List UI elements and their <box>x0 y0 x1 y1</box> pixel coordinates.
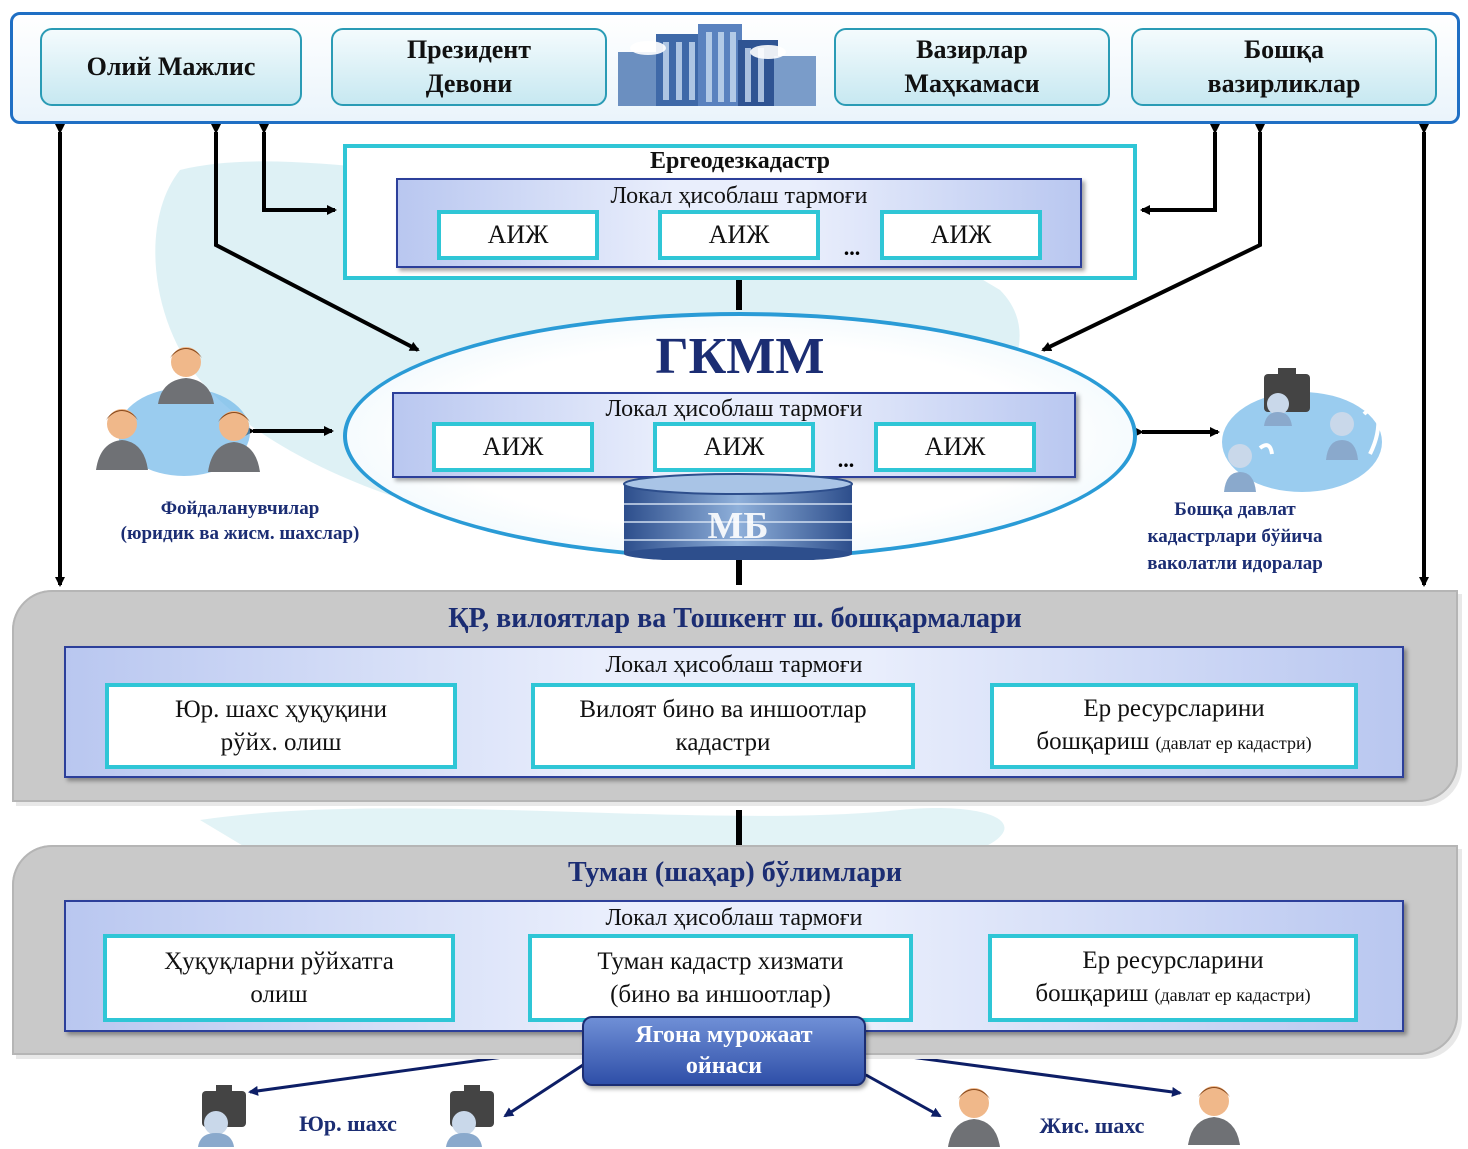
gkmm-aij-3: АИЖ <box>874 422 1036 472</box>
oliy-majlis-label: Олий Мажлис <box>86 52 256 81</box>
ergeo-aij-2-label: АИЖ <box>708 220 770 249</box>
users-group-icon <box>96 347 260 476</box>
boshqa-line2: вазирликлар <box>1207 69 1361 98</box>
other-agencies-line3: ваколатли идоралар <box>1147 552 1323 574</box>
boshqa-line1: Бошқа <box>1243 35 1325 64</box>
vazirlar-line2: Маҳкамаси <box>904 69 1040 98</box>
regional-box3-line2: бошқариш (давлат ер кадастри) <box>1036 725 1311 760</box>
president-office-box: Президент Девони <box>331 28 607 106</box>
natural-person-icon-2 <box>1188 1086 1240 1145</box>
district-title: Туман (шаҳар) бўлимлари <box>567 857 903 888</box>
district-box-land-resources: Ер ресурсларини бошқариш (давлат ер када… <box>988 934 1358 1022</box>
president-line1: Президент <box>406 35 532 64</box>
gkmm-title: ГКММ <box>655 327 825 385</box>
single-window-line2: ойнаси <box>685 1053 763 1079</box>
president-line2: Девони <box>425 69 513 98</box>
regional-title: ҚР, вилоятлар ва Тошкент ш. бошқармалари <box>448 603 1022 634</box>
other-agencies-icon <box>1222 368 1382 492</box>
ergeo-aij-1-label: АИЖ <box>487 220 549 249</box>
gkmm-ellipsis: ... <box>837 447 855 472</box>
district-box3-line2: бошқариш (давлат ер кадастри) <box>1035 977 1310 1012</box>
regional-box3-line2b: (давлат ер кадастри) <box>1155 733 1312 753</box>
legal-person-icon-1 <box>198 1085 246 1147</box>
gkmm-aij-2-label: АИЖ <box>703 432 765 461</box>
gkmm-aij-1: АИЖ <box>432 422 594 472</box>
natural-person-icon-1 <box>948 1088 1000 1147</box>
users-caption-line2: (юридик ва жисм. шахслар) <box>120 523 360 544</box>
ergeo-ellipsis: ... <box>843 235 861 260</box>
district-lan-label: Локал ҳисоблаш тармоғи <box>605 904 863 931</box>
district-box-rights-registration: Ҳуқуқларни рўйхатга олиш <box>103 934 455 1022</box>
gkmm-lan-label: Локал ҳисоблаш тармоғи <box>605 395 863 422</box>
regional-box2-line2: кадастри <box>675 729 771 756</box>
gkmm-aij-2: АИЖ <box>653 422 815 472</box>
ergeo-aij-3: АИЖ <box>880 210 1042 260</box>
district-box3-line2b: (давлат ер кадастри) <box>1154 985 1311 1005</box>
district-box-cadastre-service: Туман кадастр хизмати (бино ва иншоотлар… <box>528 934 913 1022</box>
regional-box-land-resources: Ер ресурсларини бошқариш (давлат ер када… <box>990 683 1358 769</box>
database-icon <box>623 473 853 560</box>
vazirlar-line1: Вазирлар <box>916 35 1028 64</box>
regional-box3-line1: Ер ресурсларини <box>1083 695 1265 722</box>
other-agencies-line2: кадастрлари бўйича <box>1147 525 1323 547</box>
legal-person-label: Юр. шахс <box>299 1111 397 1136</box>
gkmm-aij-3-label: АИЖ <box>924 432 986 461</box>
other-agencies-line1: Бошқа давлат <box>1174 498 1296 520</box>
district-box3-line2a: бошқариш <box>1035 980 1149 1007</box>
district-box3-line1: Ер ресурсларини <box>1082 947 1264 974</box>
buildings-icon <box>618 24 816 106</box>
oliy-majlis-box: Олий Мажлис <box>40 28 302 106</box>
regional-box1-line1: Юр. шахс ҳуқуқини <box>174 696 388 723</box>
users-caption-line1: Фойдаланувчилар <box>160 498 320 519</box>
district-box1-line2: олиш <box>250 981 308 1008</box>
regional-box2-line1: Вилоят бино ва иншоотлар <box>579 696 867 723</box>
other-ministries-box: Бошқа вазирликлар <box>1131 28 1437 106</box>
district-box2-line2: (бино ва иншоотлар) <box>610 981 831 1008</box>
regional-box1-line2: рўйх. олиш <box>220 729 342 756</box>
regional-box-legal-registration: Юр. шахс ҳуқуқини рўйх. олиш <box>105 683 457 769</box>
regional-lan-label: Локал ҳисоблаш тармоғи <box>605 651 863 678</box>
gkmm-aij-1-label: АИЖ <box>482 432 544 461</box>
ergeo-aij-3-label: АИЖ <box>930 220 992 249</box>
legal-person-icon-2 <box>446 1085 494 1147</box>
district-box1-line1: Ҳуқуқларни рўйхатга <box>164 948 394 975</box>
regional-box3-line2a: бошқариш <box>1036 728 1150 755</box>
natural-person-label: Жис. шахс <box>1039 1113 1145 1138</box>
ergeo-aij-1: АИЖ <box>437 210 599 260</box>
regional-box-building-cadastre: Вилоят бино ва иншоотлар кадастри <box>531 683 915 769</box>
district-box2-line1: Туман кадастр хизмати <box>597 948 844 975</box>
ergeo-lan-label: Локал ҳисоблаш тармоғи <box>610 182 868 209</box>
database-label: МБ <box>707 505 769 547</box>
single-window-box: Ягона мурожаат ойнаси <box>582 1016 866 1086</box>
ergeo-title: Ергеодезкадастр <box>649 147 831 174</box>
other-agencies-caption: Бошқа давлат кадастрлари бўйича ваколатл… <box>1100 494 1370 578</box>
ergeo-aij-2: АИЖ <box>658 210 820 260</box>
cabinet-of-ministers-box: Вазирлар Маҳкамаси <box>834 28 1110 106</box>
single-window-line1: Ягона мурожаат <box>635 1022 813 1048</box>
users-caption: Фойдаланувчилар (юридик ва жисм. шахслар… <box>70 494 410 548</box>
